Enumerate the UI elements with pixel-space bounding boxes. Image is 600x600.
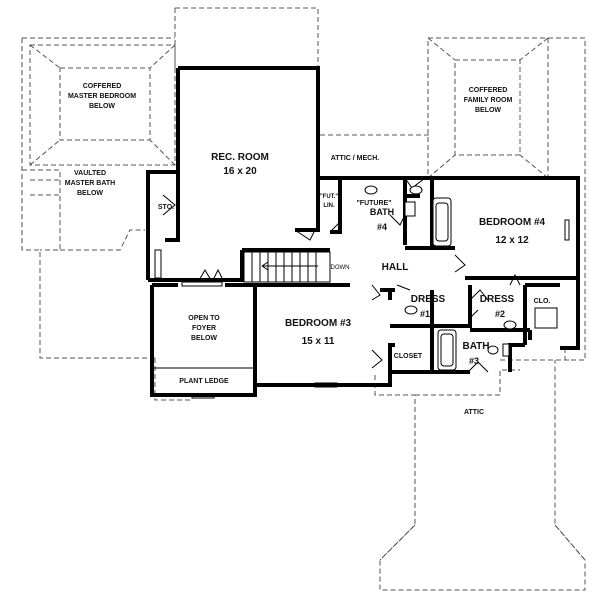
open-foyer-label: OPEN TO — [188, 315, 220, 322]
roof-outlines — [21, 7, 586, 591]
fut-lin-label-2: LIN. — [323, 203, 335, 209]
rec-room-size: 16 x 20 — [223, 166, 257, 177]
future-bath-label: "FUTURE" — [356, 200, 391, 207]
rec-room-label: REC. ROOM — [211, 152, 269, 163]
bath-fixtures — [364, 185, 558, 371]
sto-label: STO. — [158, 204, 174, 211]
bedroom3-label: BEDROOM #3 — [285, 318, 352, 329]
vaulted-bath-label: VAULTED — [74, 170, 106, 177]
bedroom3-size: 15 x 11 — [302, 336, 335, 347]
dress2-label: DRESS — [480, 294, 515, 305]
dress1-label: DRESS — [411, 294, 446, 305]
coffered-family-label-2: FAMILY ROOM — [464, 97, 513, 104]
attic-mech-label: ATTIC / MECH. — [331, 155, 380, 162]
dress2-num: #2 — [495, 309, 505, 319]
room-labels: COFFERED MASTER BEDROOM BELOW COFFERED F… — [65, 83, 551, 416]
bedroom4-label: BEDROOM #4 — [479, 217, 546, 228]
closet-label: CLOSET — [394, 353, 423, 360]
dress1-num: #1 — [420, 309, 430, 319]
vaulted-bath-label-3: BELOW — [77, 190, 103, 197]
coffered-master-label-2: MASTER BEDROOM — [68, 93, 136, 100]
open-foyer-label-3: BELOW — [191, 335, 217, 342]
coffered-master-label-3: BELOW — [89, 103, 115, 110]
bedroom4-size: 12 x 12 — [495, 235, 529, 246]
vaulted-bath-label-2: MASTER BATH — [65, 180, 115, 187]
bath3-num: #3 — [469, 356, 479, 366]
future-bath-label-2: BATH — [370, 207, 394, 217]
coffered-master-label: COFFERED — [83, 83, 122, 90]
coffered-family-label-3: BELOW — [475, 107, 501, 114]
attic-lower-label: ATTIC — [464, 409, 484, 416]
down-label: DOWN — [331, 265, 350, 271]
coffered-family-label: COFFERED — [469, 87, 508, 94]
clo-label: CLO. — [534, 298, 551, 305]
interior-lines — [152, 177, 570, 399]
walls — [146, 66, 580, 397]
open-foyer-label-2: FOYER — [192, 325, 216, 332]
plant-ledge-label: PLANT LEDGE — [179, 378, 229, 385]
hall-label: HALL — [382, 262, 409, 273]
bath3-label: BATH — [462, 341, 489, 352]
fut-lin-label: "FUT." — [320, 194, 339, 200]
future-bath-label-3: #4 — [377, 222, 387, 232]
